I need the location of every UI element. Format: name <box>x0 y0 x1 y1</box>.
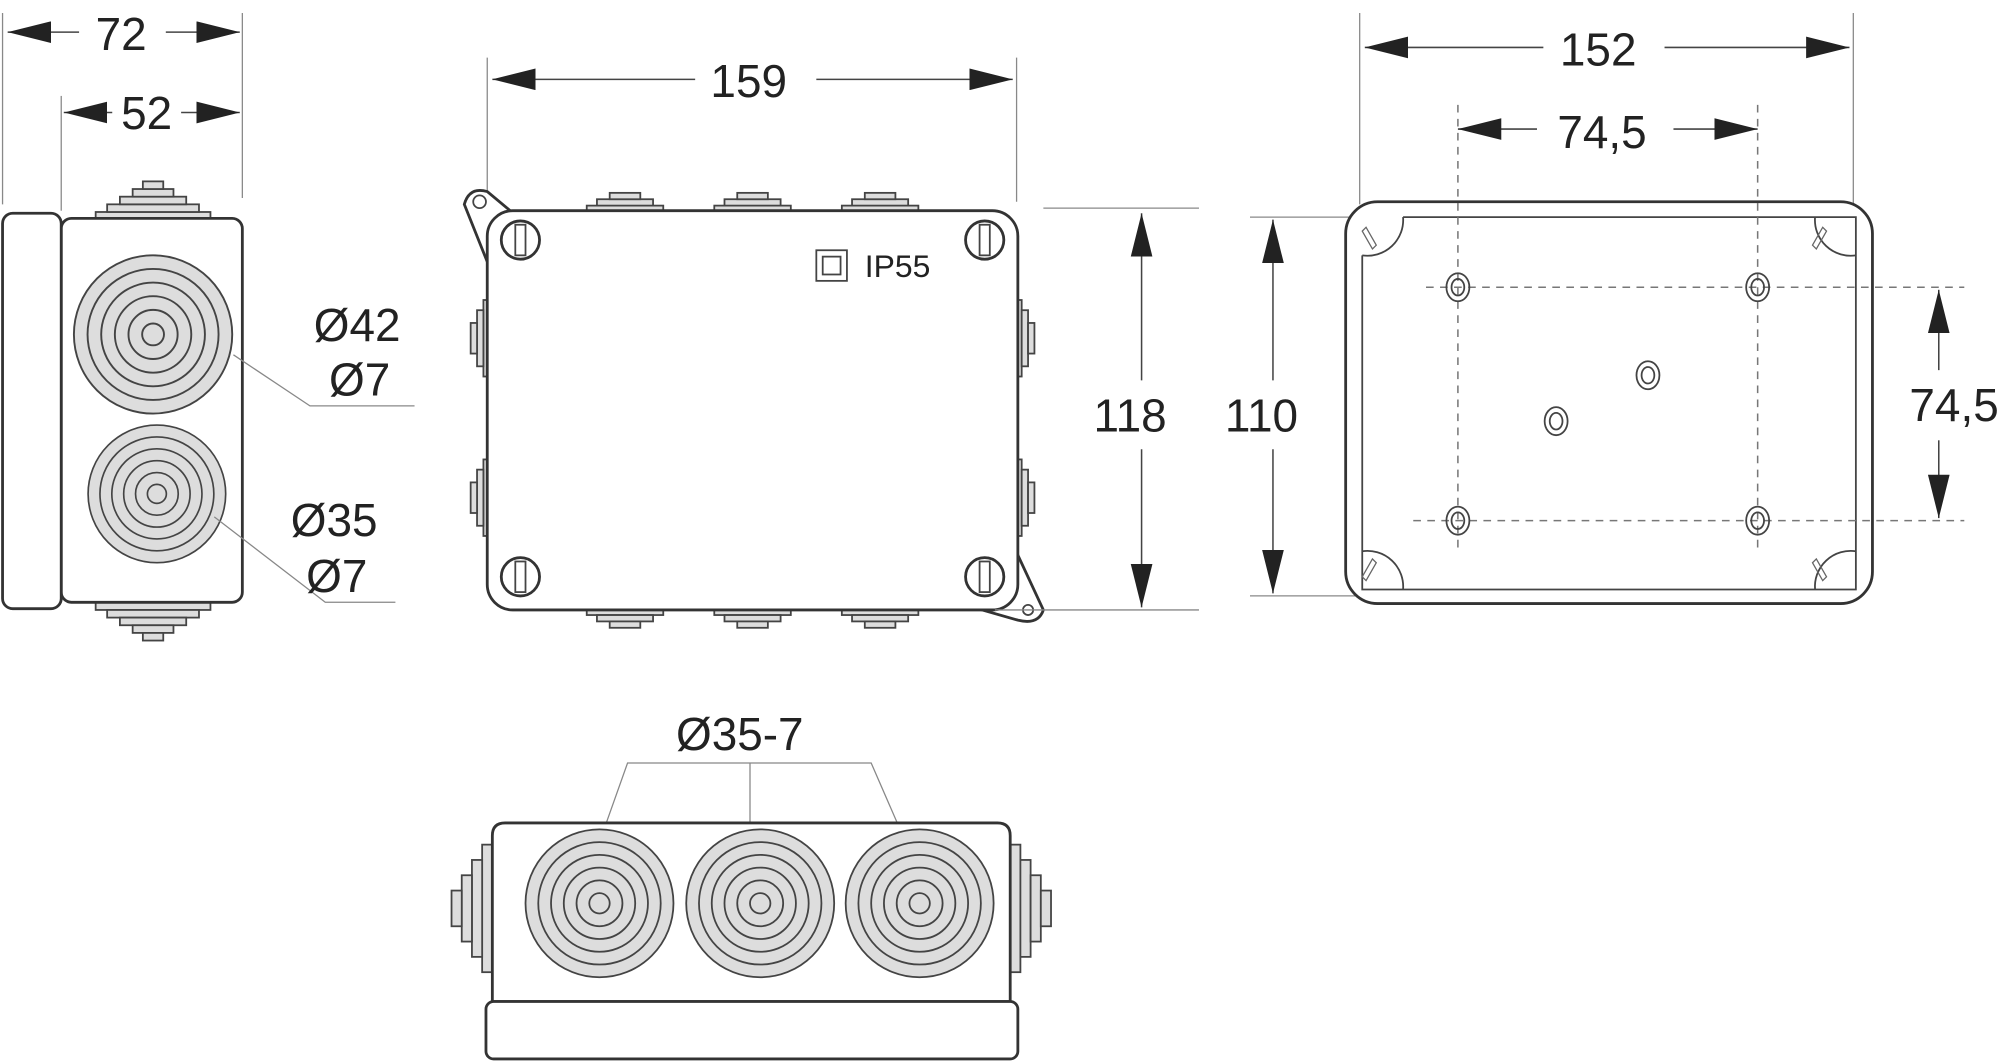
dim-side-width: 72 <box>96 8 147 60</box>
front-view: 159 IP55 118 <box>462 55 1199 629</box>
dim-back-hole-y: 74,5 <box>1909 379 1998 431</box>
ip-rating: IP55 <box>865 248 931 284</box>
side-view: 72 52 Ø42 Ø7 Ø35 Ø7 <box>1 8 415 642</box>
label-gland-42-min: Ø7 <box>329 354 390 406</box>
label-gland-42: Ø42 <box>314 299 401 351</box>
label-gland-35: Ø35 <box>291 494 378 546</box>
label-bottom-glands: Ø35-7 <box>676 708 804 760</box>
bottom-view: Ø35-7 <box>450 708 1052 1061</box>
back-view: 152 74,5 110 74,5 <box>1225 13 1999 605</box>
label-gland-35-min: Ø7 <box>306 550 367 602</box>
dim-front-length: 159 <box>710 55 787 107</box>
dim-side-body: 52 <box>121 87 172 139</box>
dim-back-height: 110 <box>1225 389 1298 441</box>
dim-back-length: 152 <box>1560 23 1637 75</box>
dim-back-hole-x: 74,5 <box>1557 106 1646 158</box>
dim-front-height: 118 <box>1094 389 1167 441</box>
